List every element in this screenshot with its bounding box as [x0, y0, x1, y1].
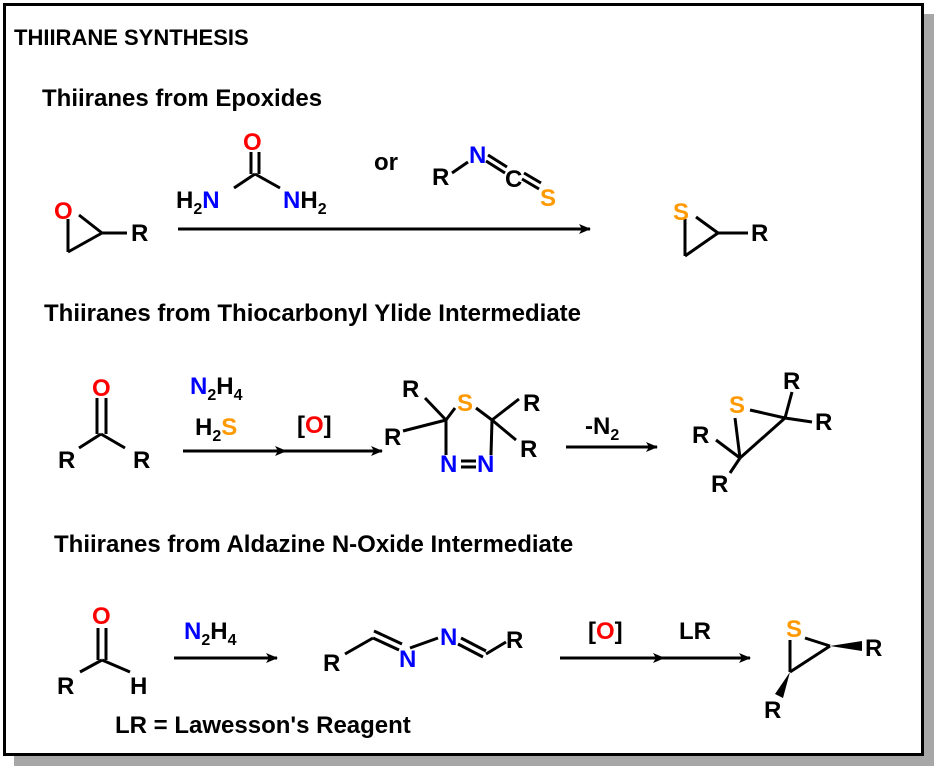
aldehyde-hydrogen: H	[130, 673, 147, 700]
hydrazine-reagent: N2H4	[190, 373, 243, 404]
aldehyde-r-group: R	[57, 673, 74, 700]
aldazine-molecule	[344, 629, 507, 659]
aldehyde-oxygen: O	[92, 603, 111, 630]
epoxide-oxygen: O	[54, 198, 73, 225]
urea-right-amine: NH2	[283, 187, 327, 218]
thiadiazoline-r-3: R	[523, 390, 540, 417]
ketone-r-right: R	[133, 447, 150, 474]
thiadiazoline-r-1: R	[402, 376, 419, 403]
hydrogen-sulfide-reagent: H2S	[195, 414, 237, 445]
aldazine-r-left: R	[323, 650, 340, 677]
thiirane-2-r-3: R	[692, 422, 709, 449]
hydrazine-reagent-2: N2H4	[184, 618, 237, 649]
thiirane-product-3	[788, 636, 831, 674]
lawesson-reagent-label: LR	[679, 618, 711, 645]
section-heading-ylide: Thiiranes from Thiocarbonyl Ylide Interm…	[44, 300, 581, 327]
thiadiazoline-molecule	[402, 396, 520, 469]
thiadiazoline-r-4: R	[520, 436, 537, 463]
oxidation-label-2: [O]	[588, 618, 623, 645]
urea-molecule	[233, 152, 281, 190]
epoxide-r-group: R	[131, 220, 148, 247]
section-heading-epoxides: Thiiranes from Epoxides	[42, 85, 322, 112]
thiirane-2-r-2: R	[815, 409, 832, 436]
aldehyde-molecule	[79, 628, 131, 674]
thiirane-sulfur-2: S	[729, 392, 745, 419]
thiadiazoline-r-2: R	[384, 424, 401, 451]
thiirane-r-group-1: R	[751, 220, 768, 247]
diagram-frame	[3, 3, 924, 756]
thiadiazoline-sulfur: S	[457, 390, 473, 417]
oxidation-label-1: [O]	[297, 412, 332, 439]
aldazine-nitrogen-1: N	[399, 646, 416, 673]
ketone-oxygen: O	[92, 375, 111, 402]
thiirane-3-r-1: R	[865, 635, 882, 662]
urea-oxygen: O	[243, 129, 262, 156]
thiadiazoline-nitrogen-1: N	[440, 451, 457, 478]
thiirane-3-r-2: R	[764, 697, 781, 724]
isothiocyanate-nitrogen: N	[469, 142, 486, 169]
thiirane-product-2	[715, 391, 813, 474]
urea-left-amine: H2N	[176, 187, 220, 218]
thiirane-product-1	[683, 215, 748, 258]
lawesson-footnote: LR = Lawesson's Reagent	[115, 712, 411, 739]
nitrogen-loss-label: -N2	[585, 413, 619, 444]
thiirane-2-r-4: R	[711, 471, 728, 498]
isothiocyanate-r-group: R	[432, 164, 449, 191]
thiirane-2-r-1: R	[783, 368, 800, 395]
thiirane-sulfur-1: S	[673, 199, 689, 226]
or-label: or	[374, 149, 398, 176]
isothiocyanate-molecule	[451, 153, 542, 191]
section-heading-aldazine: Thiiranes from Aldazine N-Oxide Intermed…	[54, 531, 573, 558]
wedge-bond-1	[830, 641, 862, 651]
epoxide-molecule	[66, 213, 127, 254]
thiadiazoline-nitrogen-2: N	[477, 451, 494, 478]
ketone-r-left: R	[58, 447, 75, 474]
wedge-bond-2	[775, 672, 790, 698]
thiirane-sulfur-3: S	[786, 616, 802, 643]
isothiocyanate-carbon: C	[505, 166, 522, 193]
page-title: THIIRANE SYNTHESIS	[14, 25, 249, 50]
aldazine-r-right: R	[506, 627, 523, 654]
isothiocyanate-sulfur: S	[540, 185, 556, 212]
ketone-molecule	[78, 398, 126, 450]
aldazine-nitrogen-2: N	[440, 624, 457, 651]
